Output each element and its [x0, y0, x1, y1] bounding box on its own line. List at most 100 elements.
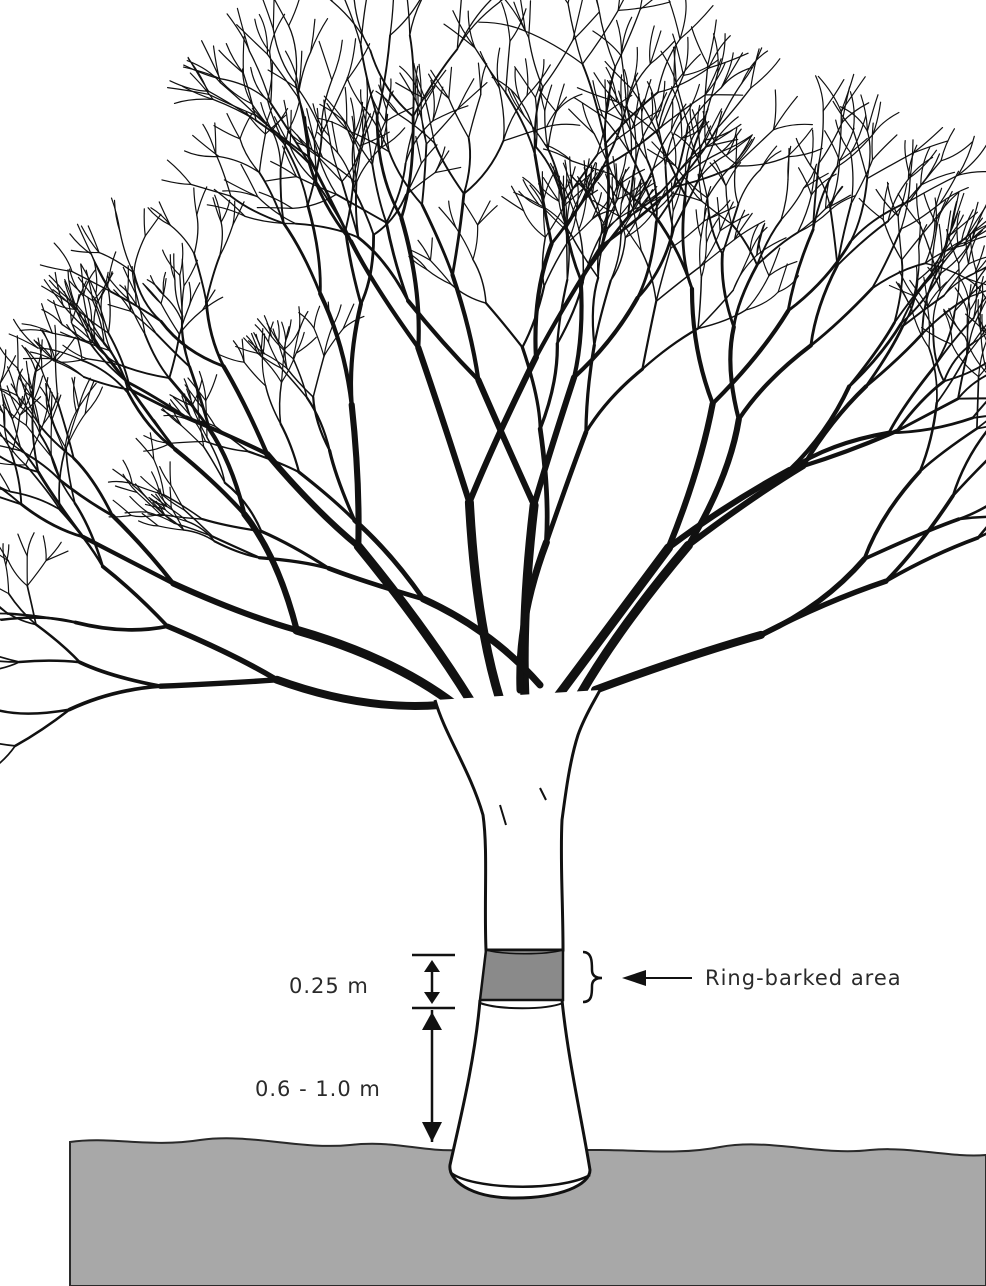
pointer-arrow-icon: [622, 970, 692, 986]
branch: [717, 83, 742, 128]
branch: [539, 89, 557, 112]
branch: [736, 135, 737, 164]
branch: [170, 462, 171, 485]
branch: [773, 124, 812, 129]
branch: [656, 81, 664, 119]
branch: [112, 515, 173, 583]
branch: [303, 0, 332, 1]
branch: [886, 496, 953, 581]
branch: [75, 622, 167, 629]
branch: [351, 304, 361, 405]
branch: [698, 138, 700, 180]
branch: [902, 222, 933, 260]
branch: [422, 205, 453, 275]
branch: [0, 341, 18, 368]
branch: [605, 80, 607, 113]
branch: [953, 442, 986, 496]
branch: [194, 215, 198, 254]
branch: [289, 0, 303, 26]
branch: [257, 208, 292, 209]
branch: [219, 355, 244, 363]
branch: [72, 378, 79, 408]
branch: [46, 551, 68, 561]
branch: [290, 110, 291, 146]
branch: [555, 548, 669, 700]
branch: [56, 337, 76, 361]
branch: [355, 102, 363, 132]
branch: [439, 207, 456, 227]
branch: [259, 192, 292, 208]
branch: [0, 662, 19, 672]
branch: [658, 68, 709, 92]
branch: [573, 12, 599, 40]
branch: [698, 277, 701, 328]
branch: [713, 311, 788, 404]
branch: [300, 0, 332, 1]
branch: [54, 243, 72, 271]
branch: [194, 188, 197, 215]
branch: [481, 64, 487, 95]
branch: [853, 131, 867, 179]
branch: [215, 541, 260, 557]
branch: [788, 230, 813, 311]
branch: [418, 348, 469, 503]
branch: [700, 231, 720, 267]
branch: [74, 458, 113, 515]
branch: [194, 254, 206, 301]
branch: [421, 145, 437, 163]
branch: [746, 292, 779, 310]
branch: [959, 517, 986, 521]
branch: [811, 288, 872, 345]
branch: [403, 0, 410, 35]
branch: [173, 584, 296, 631]
branch: [567, 228, 568, 280]
branch: [969, 255, 986, 264]
branch: [51, 414, 66, 449]
branch: [40, 265, 72, 272]
branch: [473, 225, 478, 260]
branch: [366, 78, 367, 110]
branch: [0, 579, 9, 593]
branch: [422, 144, 426, 205]
branch: [867, 153, 913, 179]
branch: [319, 41, 332, 80]
branch: [595, 635, 761, 690]
branch: [324, 325, 333, 356]
branch: [351, 98, 355, 132]
branch: [939, 224, 942, 253]
branch: [692, 289, 713, 404]
branch: [594, 281, 610, 345]
branch: [341, 0, 361, 45]
branch: [449, 67, 452, 98]
branch: [27, 561, 46, 586]
branch: [143, 284, 161, 304]
branch: [141, 477, 160, 492]
branch: [314, 328, 324, 356]
branch: [36, 625, 80, 663]
dimension-arrow-icon: [422, 1010, 442, 1142]
branch: [480, 52, 499, 89]
branch: [8, 561, 27, 586]
branch: [958, 398, 986, 399]
branch: [113, 500, 131, 515]
branch: [185, 151, 219, 157]
branch: [280, 382, 282, 424]
branch: [463, 201, 478, 225]
branch: [569, 109, 595, 134]
ring-barked-band: [480, 950, 563, 1000]
branch: [288, 102, 299, 131]
branch: [540, 344, 557, 429]
branch: [453, 11, 475, 48]
branch: [0, 746, 15, 776]
branch: [134, 236, 145, 273]
branch: [299, 307, 300, 330]
branch: [913, 141, 948, 153]
branch: [634, 125, 636, 163]
branch: [410, 35, 414, 116]
branch: [83, 537, 173, 584]
branch: [224, 366, 268, 454]
branch: [151, 208, 170, 225]
branch: [730, 327, 738, 419]
branch: [145, 335, 169, 379]
